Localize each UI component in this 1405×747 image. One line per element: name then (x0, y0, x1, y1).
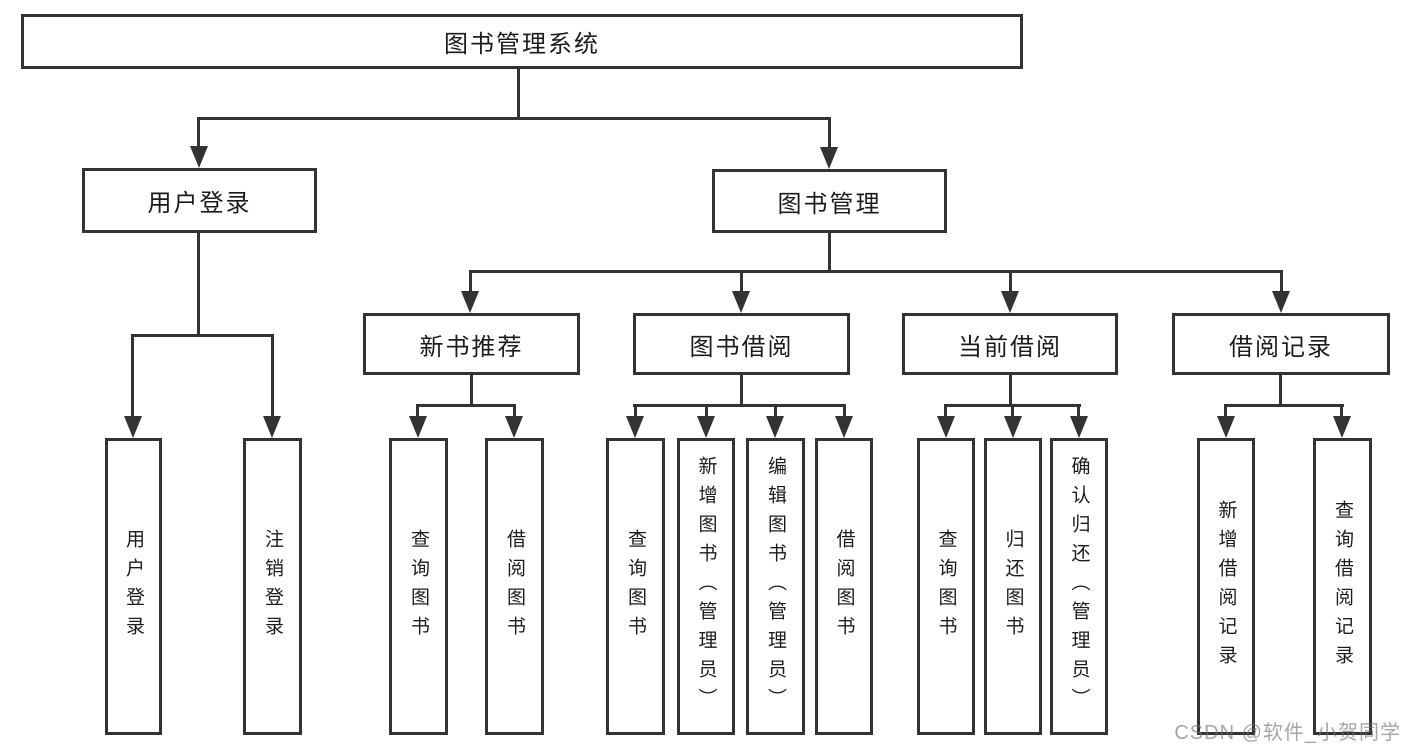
arrow-down-icon (626, 416, 644, 438)
arrow-down-icon (937, 416, 955, 438)
connector-line (705, 404, 708, 420)
leaf-return-books: 归还图书 (984, 438, 1042, 735)
connector-line (944, 404, 947, 420)
arrow-down-icon (505, 416, 523, 438)
leaf-query-books-recommend: 查询图书 (389, 438, 448, 735)
leaf-confirm-return-admin: 确认归还（管理员） (1050, 438, 1108, 735)
arrow-down-icon (766, 416, 784, 438)
connector-line (131, 334, 274, 337)
connector-line (469, 270, 472, 294)
connector-line (470, 375, 473, 407)
arrow-down-icon (1217, 416, 1235, 438)
node-borrow-records: 借阅记录 (1172, 313, 1390, 375)
leaf-edit-books-admin: 编辑图书（管理员） (746, 438, 805, 735)
arrow-down-icon (1004, 416, 1022, 438)
arrow-down-icon (1272, 291, 1290, 313)
leaf-add-books-admin: 新增图书（管理员） (677, 438, 735, 735)
connector-line (197, 117, 831, 120)
connector-line (1009, 270, 1012, 294)
node-new-book-recommend: 新书推荐 (363, 313, 580, 375)
csdn-watermark: CSDN @软件_小贺同学 (1174, 722, 1401, 744)
connector-line (1224, 404, 1227, 420)
connector-line (633, 404, 846, 407)
leaf-query-books-current: 查询图书 (917, 438, 975, 735)
arrow-down-icon (461, 291, 479, 313)
arrow-down-icon (835, 416, 853, 438)
connector-line (131, 334, 134, 418)
node-book-management: 图书管理 (712, 169, 947, 233)
connector-line (1280, 270, 1283, 294)
leaf-borrow-books: 借阅图书 (815, 438, 873, 735)
leaf-borrow-books-recommend: 借阅图书 (485, 438, 544, 735)
connector-line (740, 270, 743, 294)
arrow-down-icon (1070, 416, 1088, 438)
connector-line (740, 375, 743, 407)
connector-line (416, 404, 516, 407)
arrow-down-icon (409, 416, 427, 438)
connector-line (828, 233, 831, 273)
connector-line (469, 270, 1283, 273)
arrow-down-icon (1333, 416, 1351, 438)
connector-line (517, 69, 520, 120)
connector-line (634, 404, 637, 420)
arrow-down-icon (732, 291, 750, 313)
connector-line (1011, 404, 1014, 420)
connector-line (197, 117, 200, 150)
node-user-login: 用户登录 (82, 168, 317, 233)
connector-line (197, 233, 200, 337)
node-current-borrow: 当前借阅 (902, 313, 1118, 375)
connector-line (513, 404, 516, 420)
arrow-down-icon (124, 416, 142, 438)
connector-line (416, 404, 419, 420)
connector-line (1009, 375, 1012, 407)
arrow-down-icon (1001, 291, 1019, 313)
arrow-down-icon (697, 416, 715, 438)
leaf-user-login: 用户登录 (105, 438, 162, 735)
arrow-down-icon (190, 146, 208, 168)
connector-line (843, 404, 846, 420)
leaf-query-borrow-record: 查询借阅记录 (1313, 438, 1372, 735)
connector-line (1077, 404, 1080, 420)
node-book-borrow: 图书借阅 (633, 313, 850, 375)
leaf-query-books-borrow: 查询图书 (606, 438, 665, 735)
connector-line (1340, 404, 1343, 420)
arrow-down-icon (820, 147, 838, 169)
leaf-add-borrow-record: 新增借阅记录 (1197, 438, 1255, 735)
connector-line (271, 334, 274, 418)
connector-line (1224, 404, 1344, 407)
node-root: 图书管理系统 (21, 14, 1023, 69)
connector-line (1279, 375, 1282, 407)
arrow-down-icon (263, 416, 281, 438)
connector-line (828, 117, 831, 150)
leaf-logout: 注销登录 (243, 438, 302, 735)
connector-line (774, 404, 777, 420)
